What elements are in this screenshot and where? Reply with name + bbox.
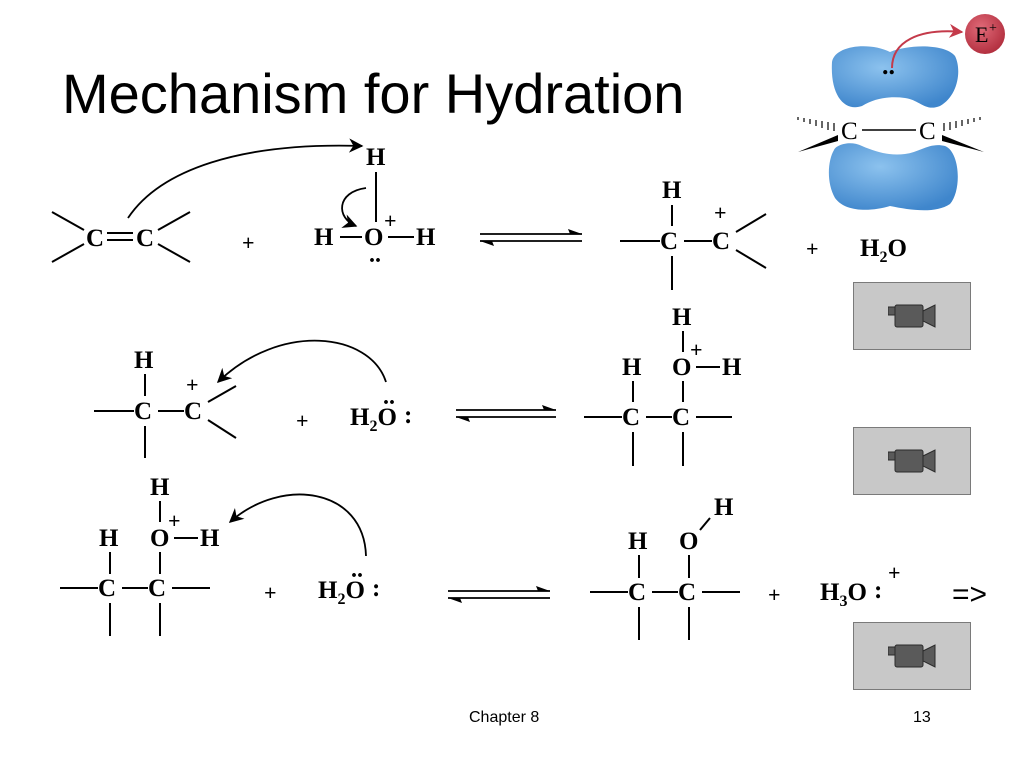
hashed-wedge-left bbox=[797, 117, 835, 131]
oxonium-oxygen: O bbox=[672, 354, 691, 381]
hydronium-product: H3O : + bbox=[820, 560, 901, 610]
carbocation-h: H bbox=[662, 177, 682, 204]
carbocation-charge: + bbox=[714, 200, 727, 225]
equilibrium-arrow-1 bbox=[480, 229, 582, 246]
bond-electron-arrow-1 bbox=[341, 187, 367, 228]
hashed-wedge-right bbox=[943, 117, 981, 131]
plus-sign: + bbox=[806, 236, 819, 261]
alkene-carbon-2: C bbox=[136, 225, 154, 252]
pi-electron-pair: .. bbox=[882, 51, 895, 80]
alcohol-carbon-1: C bbox=[98, 575, 116, 602]
alcohol-carbon-1: C bbox=[622, 404, 640, 431]
electrophile-symbol: E bbox=[975, 22, 988, 47]
hydroxyl-oxygen: O bbox=[679, 528, 698, 555]
movie-camera-icon bbox=[888, 644, 936, 668]
carbocation-reactant: H C C + bbox=[94, 347, 237, 458]
carbocation-carbon-1: C bbox=[134, 398, 152, 425]
pi-orbital-lower-lobe bbox=[828, 143, 958, 211]
orbital-carbon-left: C bbox=[841, 118, 858, 145]
equilibrium-arrow-2 bbox=[456, 405, 556, 422]
equilibrium-arrow-3 bbox=[448, 586, 550, 603]
pi-orbital-upper-lobe bbox=[831, 46, 959, 108]
hydronium-ion: H H O + H .. bbox=[314, 144, 436, 268]
oxonium-charge: + bbox=[168, 508, 181, 533]
hydronium-oxygen: O bbox=[364, 224, 383, 251]
water-attack-arrow bbox=[216, 339, 387, 384]
product-carbon-1: C bbox=[628, 579, 646, 606]
movie-button-step-1[interactable] bbox=[853, 282, 971, 350]
oxonium-h-top: H bbox=[150, 474, 170, 501]
hydronium-charge: + bbox=[384, 208, 397, 233]
pi-bond-orbital-diagram: .. E + C C bbox=[797, 14, 1005, 211]
product-carbon-2: C bbox=[678, 579, 696, 606]
alkene-carbon-1: C bbox=[86, 225, 104, 252]
water-product: H2O bbox=[860, 235, 907, 266]
hydronium-h-left: H bbox=[314, 224, 334, 251]
water-lone-pair-top: .. bbox=[351, 557, 363, 583]
hydronium-h-right: H bbox=[416, 224, 436, 251]
water-lone-pair-right: : bbox=[372, 575, 380, 602]
oxonium-h-top: H bbox=[672, 304, 692, 331]
hydronium-lone-pair: : bbox=[874, 577, 882, 604]
alkene: C C bbox=[51, 211, 191, 263]
solid-wedge-left bbox=[798, 135, 838, 152]
alcohol-product: H O H C C bbox=[590, 494, 740, 640]
movie-button-step-3[interactable] bbox=[853, 622, 971, 690]
carbocation-charge: + bbox=[186, 372, 199, 397]
step-2: H C C + + H2O .. : bbox=[94, 304, 742, 466]
oxonium-oxygen: O bbox=[150, 525, 169, 552]
oxonium-h-right: H bbox=[200, 525, 220, 552]
pi-electron-arrow-1 bbox=[127, 138, 364, 219]
water-base: H2O .. : bbox=[318, 557, 380, 608]
water-lone-pair-right: : bbox=[404, 402, 412, 429]
carbocation: H C C + bbox=[620, 177, 767, 290]
alcohol-carbon-2: C bbox=[672, 404, 690, 431]
slide-title: Mechanism for Hydration bbox=[62, 62, 685, 125]
footer-page-number: 13 bbox=[913, 709, 931, 726]
oxonium-charge: + bbox=[690, 337, 703, 362]
step-3: H O + H H C C + H2O .. bbox=[60, 474, 987, 640]
alkyl-h: H bbox=[99, 525, 119, 552]
electrophile-ball bbox=[965, 14, 1005, 54]
water-lone-pair-top: .. bbox=[383, 384, 395, 410]
footer-chapter: Chapter 8 bbox=[469, 709, 540, 726]
svg-text:H3O: H3O bbox=[820, 579, 867, 610]
hydronium-lone-pair: .. bbox=[369, 242, 381, 268]
orbital-carbon-right: C bbox=[919, 118, 936, 145]
alkyl-h: H bbox=[628, 528, 648, 555]
svg-text:H2O: H2O bbox=[860, 235, 907, 266]
movie-button-step-2[interactable] bbox=[853, 427, 971, 495]
carbocation-carbon-1: C bbox=[660, 228, 678, 255]
next-slide-arrow[interactable]: => bbox=[952, 578, 987, 611]
hydronium-charge: + bbox=[888, 560, 901, 585]
electron-flow-arrow bbox=[891, 23, 964, 69]
oxonium-h-right: H bbox=[722, 354, 742, 381]
svg-text:H2O: H2O bbox=[350, 404, 397, 435]
water-nucleophile: H2O .. : bbox=[350, 384, 412, 435]
electrophile-charge: + bbox=[989, 21, 997, 36]
plus-sign: + bbox=[242, 230, 255, 255]
movie-camera-icon bbox=[888, 304, 936, 328]
protonated-alcohol-reactant: H O + H H C C bbox=[60, 474, 220, 636]
plus-sign: + bbox=[264, 580, 277, 605]
protonated-alcohol: H O + H H C C bbox=[584, 304, 742, 466]
carbocation-carbon-2: C bbox=[184, 398, 202, 425]
alkyl-h: H bbox=[622, 354, 642, 381]
plus-sign: + bbox=[768, 582, 781, 607]
deprotonation-arrow bbox=[228, 493, 367, 557]
hydroxyl-h: H bbox=[714, 494, 734, 521]
alcohol-carbon-2: C bbox=[148, 575, 166, 602]
step-1: C C + H H O + H .. bbox=[51, 138, 907, 290]
plus-sign: + bbox=[296, 408, 309, 433]
hydronium-h-top: H bbox=[366, 144, 386, 171]
carbocation-carbon-2: C bbox=[712, 228, 730, 255]
movie-camera-icon bbox=[888, 449, 936, 473]
svg-text:H2O: H2O bbox=[318, 577, 365, 608]
carbocation-h: H bbox=[134, 347, 154, 374]
solid-wedge-right bbox=[942, 135, 984, 152]
